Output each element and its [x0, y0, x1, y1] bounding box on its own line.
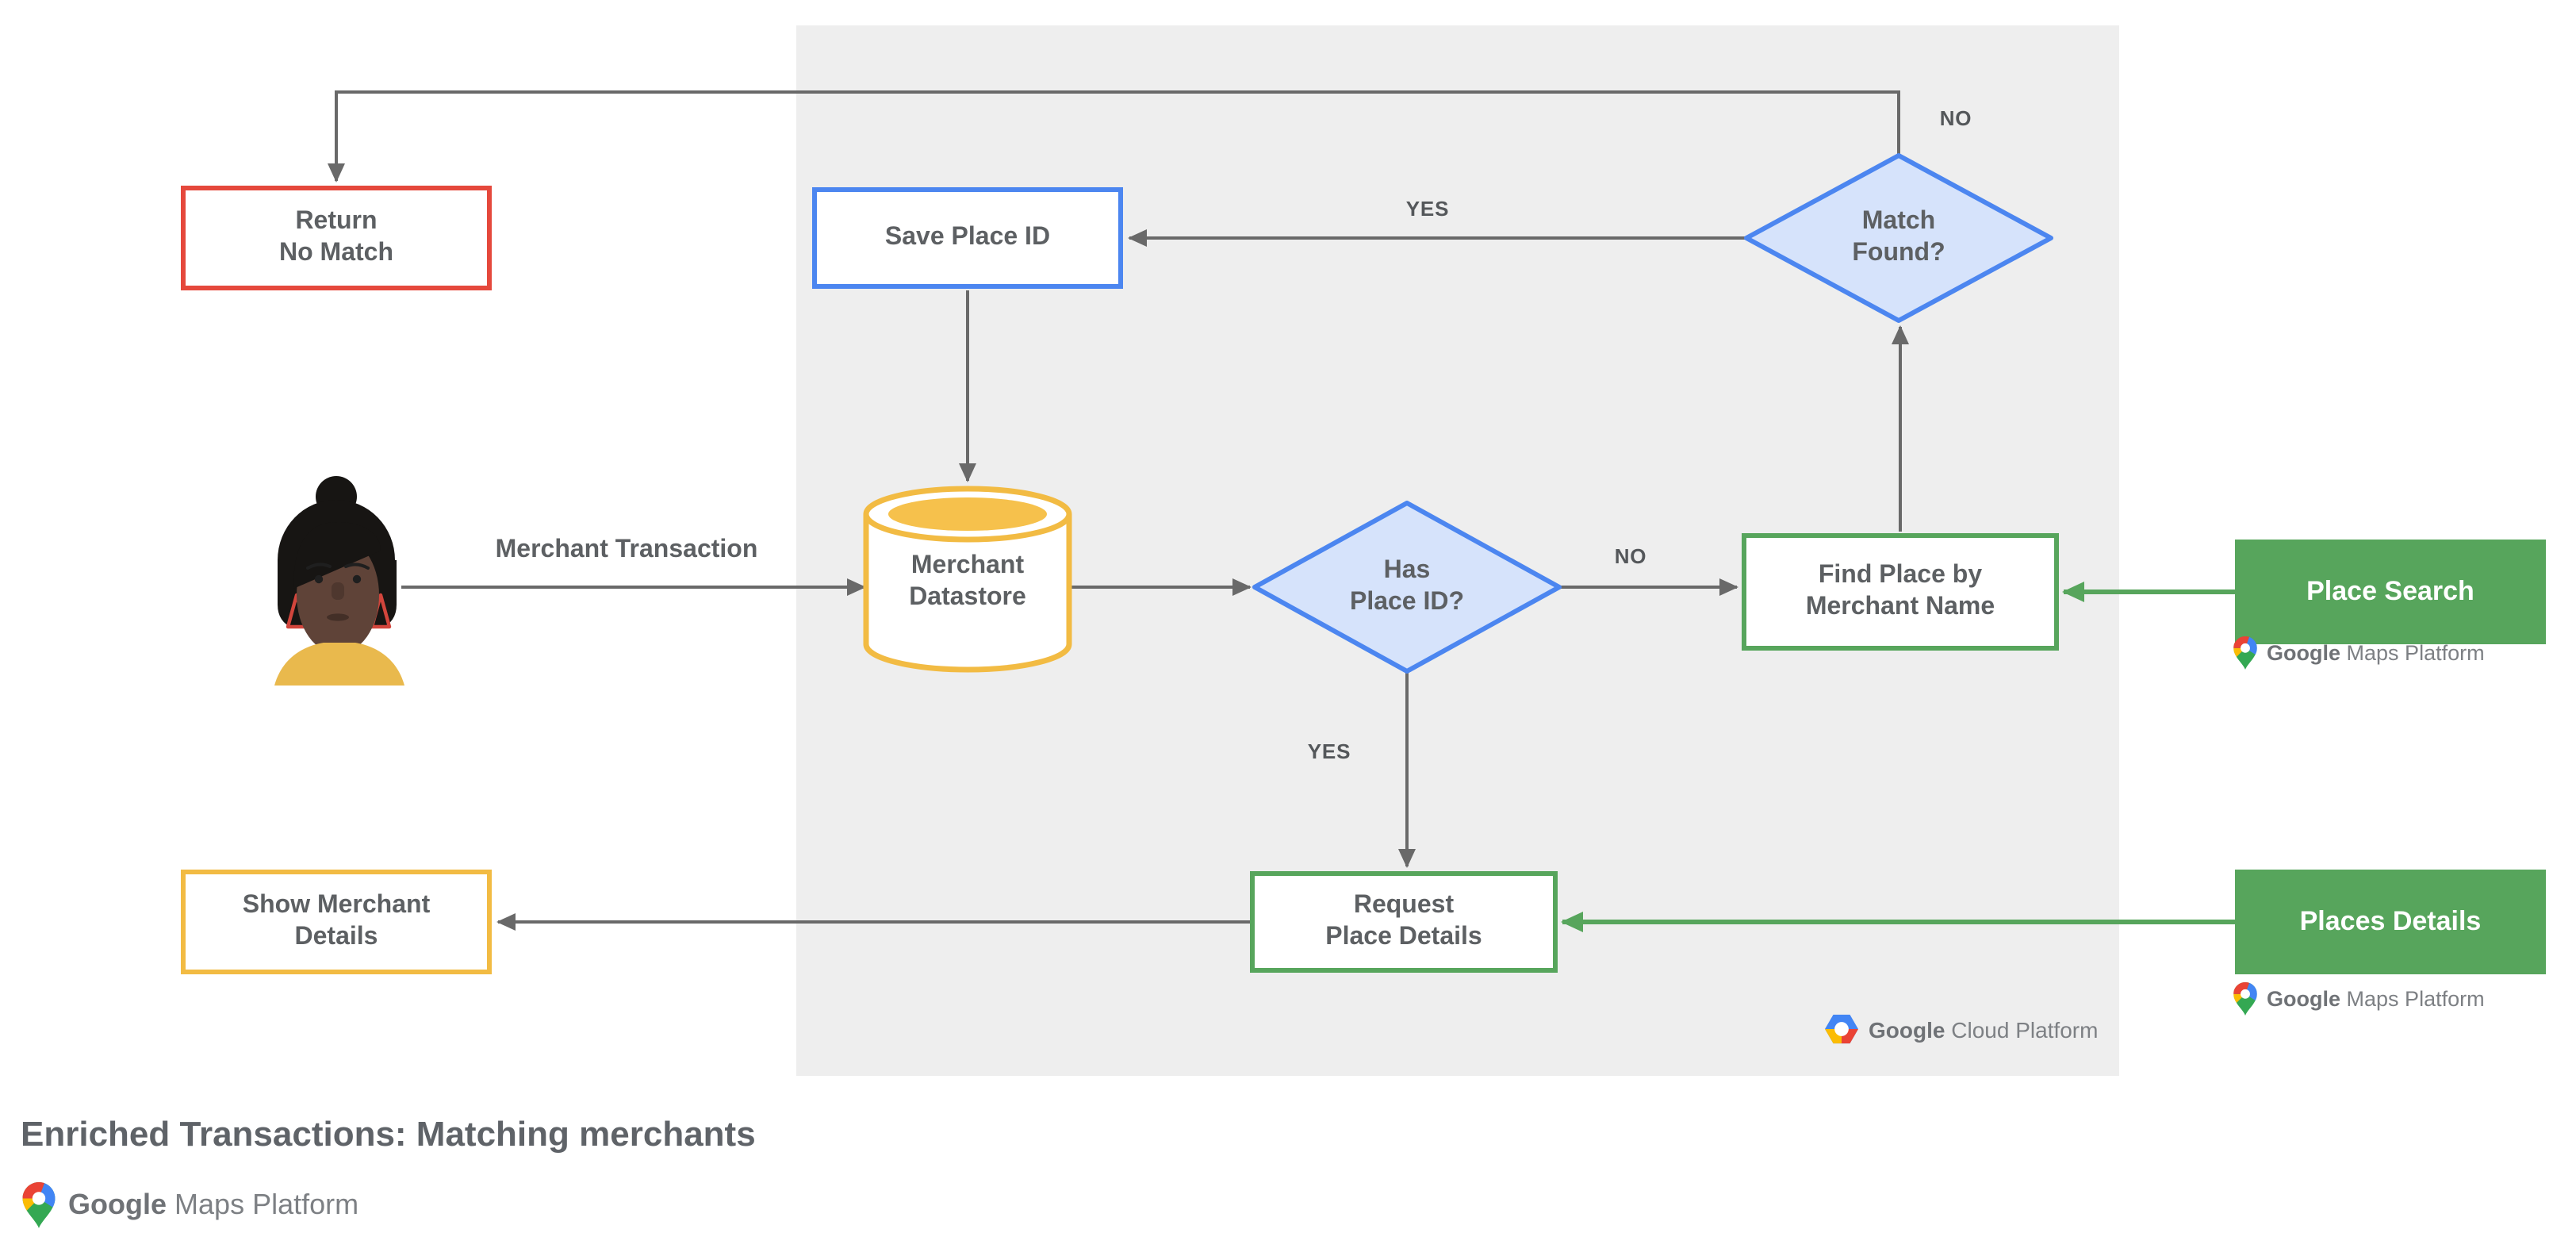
node-find-place-by-merchant-name: Find Place by Merchant Name: [1742, 533, 2059, 651]
match-found-diamond: [1744, 153, 2053, 323]
merchant-transaction-label: Merchant Transaction: [495, 536, 758, 563]
edge-label-hasid-yes: YES: [1307, 739, 1351, 762]
logo-product-text: Maps Platform: [174, 1189, 359, 1220]
maps-platform-logo-details: Google Maps Platform: [2233, 982, 2485, 1016]
node-show-merchant-details: Show Merchant Details: [181, 870, 492, 974]
edge-label-match-yes: YES: [1405, 196, 1450, 220]
google-maps-pin-icon: [2233, 982, 2257, 1016]
logo-google-text: Google: [2267, 987, 2340, 1011]
google-cloud-hexagon-icon: [1824, 1014, 1859, 1044]
has-place-id-diamond: [1252, 501, 1562, 674]
node-places-details-api: Places Details: [2235, 870, 2546, 974]
logo-google-text: Google: [2267, 641, 2340, 665]
maps-platform-logo-footer: Google Maps Platform: [22, 1182, 358, 1228]
node-request-place-details: Request Place Details: [1250, 871, 1558, 973]
maps-platform-logo-search: Google Maps Platform: [2233, 636, 2485, 670]
customer-avatar: [274, 476, 404, 686]
avatar-shirt: [274, 643, 404, 686]
logo-product-text: Maps Platform: [2346, 987, 2485, 1011]
merchant-datastore-cylinder: [863, 486, 1072, 673]
edge-label-hasid-no: NO: [1614, 543, 1647, 567]
connector-arrows: [328, 90, 1909, 931]
edge-matchfound-no-to-return: [328, 90, 1900, 182]
logo-product-text: Cloud Platform: [1951, 1016, 2099, 1042]
cloud-platform-logo: Google Cloud Platform: [1824, 1014, 2098, 1044]
api-connector-arrows: [1561, 582, 2235, 932]
logo-google-text: Google: [1869, 1016, 1945, 1042]
logo-product-text: Maps Platform: [2346, 641, 2485, 665]
diagram-title: Enriched Transactions: Matching merchant…: [21, 1114, 756, 1154]
node-place-search-api: Place Search: [2235, 540, 2546, 644]
node-save-place-id: Save Place ID: [812, 187, 1123, 289]
node-return-no-match: Return No Match: [181, 186, 492, 290]
logo-google-text: Google: [68, 1189, 167, 1220]
google-maps-pin-icon: [22, 1182, 56, 1228]
google-maps-pin-icon: [2233, 636, 2257, 670]
edge-label-match-no: NO: [1939, 106, 1972, 129]
